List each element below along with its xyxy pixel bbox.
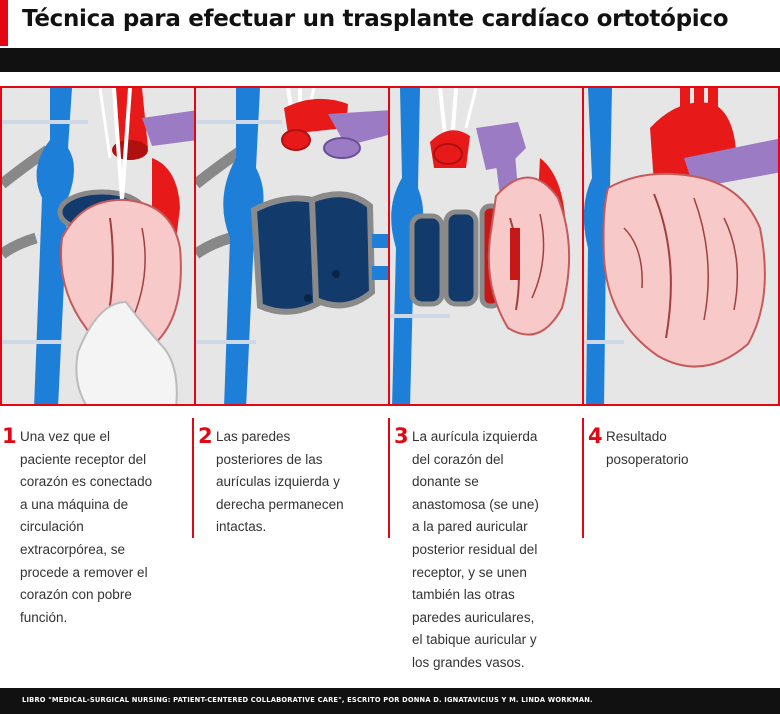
pulmonary-artery [142, 110, 194, 146]
left-atrium-wall [308, 191, 376, 309]
aorta-stump [284, 98, 348, 134]
title-accent-bar [0, 0, 8, 46]
vena-cava [391, 88, 424, 404]
step-number: 3 [394, 424, 409, 448]
title-bar: Técnica para efectuar un trasplante card… [0, 0, 780, 48]
step-divider [582, 418, 584, 538]
atrial-walls-illustration [196, 88, 388, 404]
panel-1-illustration [0, 86, 196, 406]
cannula-tube-lower [2, 232, 38, 259]
panel-3-illustration [388, 86, 584, 406]
result-illustration [584, 88, 778, 404]
step-number: 1 [2, 424, 17, 448]
vena-cava [34, 88, 74, 404]
panel-4-illustration [582, 86, 780, 406]
heart-removal-illustration [2, 88, 194, 404]
anastomosis-illustration [390, 88, 582, 404]
footer-bar: LIBRO "MEDICAL-SURGICAL NURSING: PATIENT… [0, 688, 780, 714]
illustration-panels [0, 86, 780, 408]
step-divider [192, 418, 194, 538]
page-title: Técnica para efectuar un trasplante card… [22, 6, 729, 32]
transplanted-heart [602, 172, 766, 368]
step-number: 4 [588, 424, 603, 448]
cannula-tube-lower [196, 232, 232, 259]
panel-2-illustration [194, 86, 390, 406]
pulmonary-artery [684, 138, 778, 188]
diseased-heart [60, 198, 182, 357]
aorta-stump [114, 88, 148, 150]
source-credit: LIBRO "MEDICAL-SURGICAL NURSING: PATIENT… [22, 696, 593, 704]
donor-heart [487, 176, 571, 336]
vena-cava [223, 88, 264, 404]
step-divider [388, 418, 390, 538]
step-number: 2 [198, 424, 213, 448]
header-band [0, 48, 780, 72]
vena-cava [584, 88, 614, 404]
surgeon-glove [75, 300, 178, 404]
